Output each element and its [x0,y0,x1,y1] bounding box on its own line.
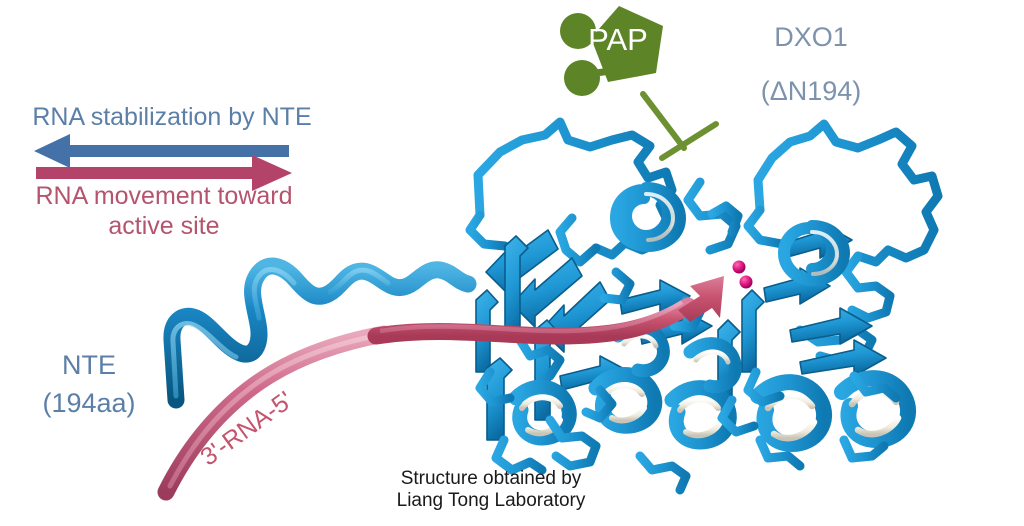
nte-tube [163,257,477,409]
structure-credit-label: Structure obtained by Liang Tong Laborat… [396,468,586,512]
pap-phosphate-groups [560,13,613,96]
inhibition-connector [640,91,719,161]
nte-length-label: (194aa) [42,388,136,418]
active-site-markers [732,260,753,289]
rna-stabilization-label: RNA stabilization by NTE [32,103,312,131]
helix-bottom-5 [508,379,577,446]
helix-bottom-3 [750,374,833,453]
rna-movement-arrow [367,276,724,345]
nte-label: NTE [62,350,116,380]
protein-alpha-helices [508,182,917,453]
pap-pentagon [591,6,663,82]
stabilization-arrow-left [34,134,289,168]
pap-label: PAP [588,22,648,57]
rna-movement-label: RNA movement toward active site [35,182,293,240]
helix-mid-right [683,337,742,394]
rna-tube [157,325,393,501]
dxo1-construct-label: (ΔN194) [760,76,862,106]
dxo1-title-label: DXO1 [774,22,848,52]
movement-arrow-right [36,155,292,191]
